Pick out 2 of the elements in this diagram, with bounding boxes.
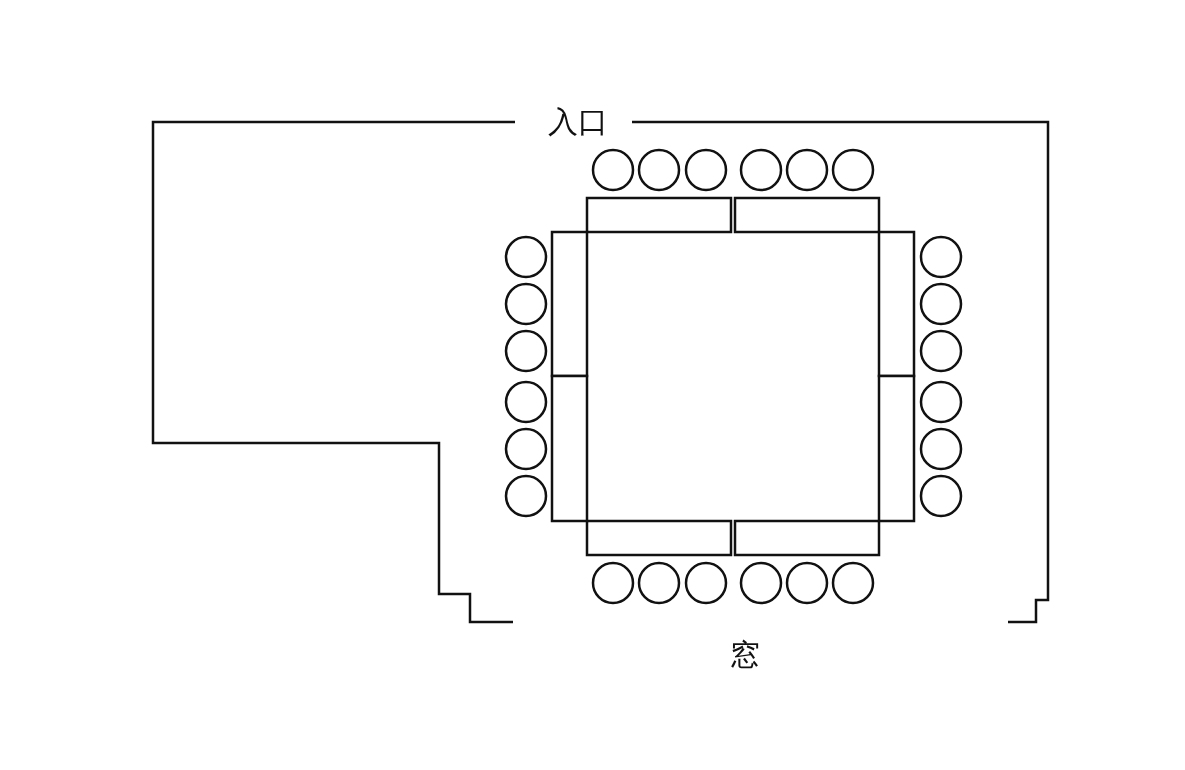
window-label: 窓 <box>730 638 760 672</box>
entrance-label: 入口 <box>548 105 608 139</box>
